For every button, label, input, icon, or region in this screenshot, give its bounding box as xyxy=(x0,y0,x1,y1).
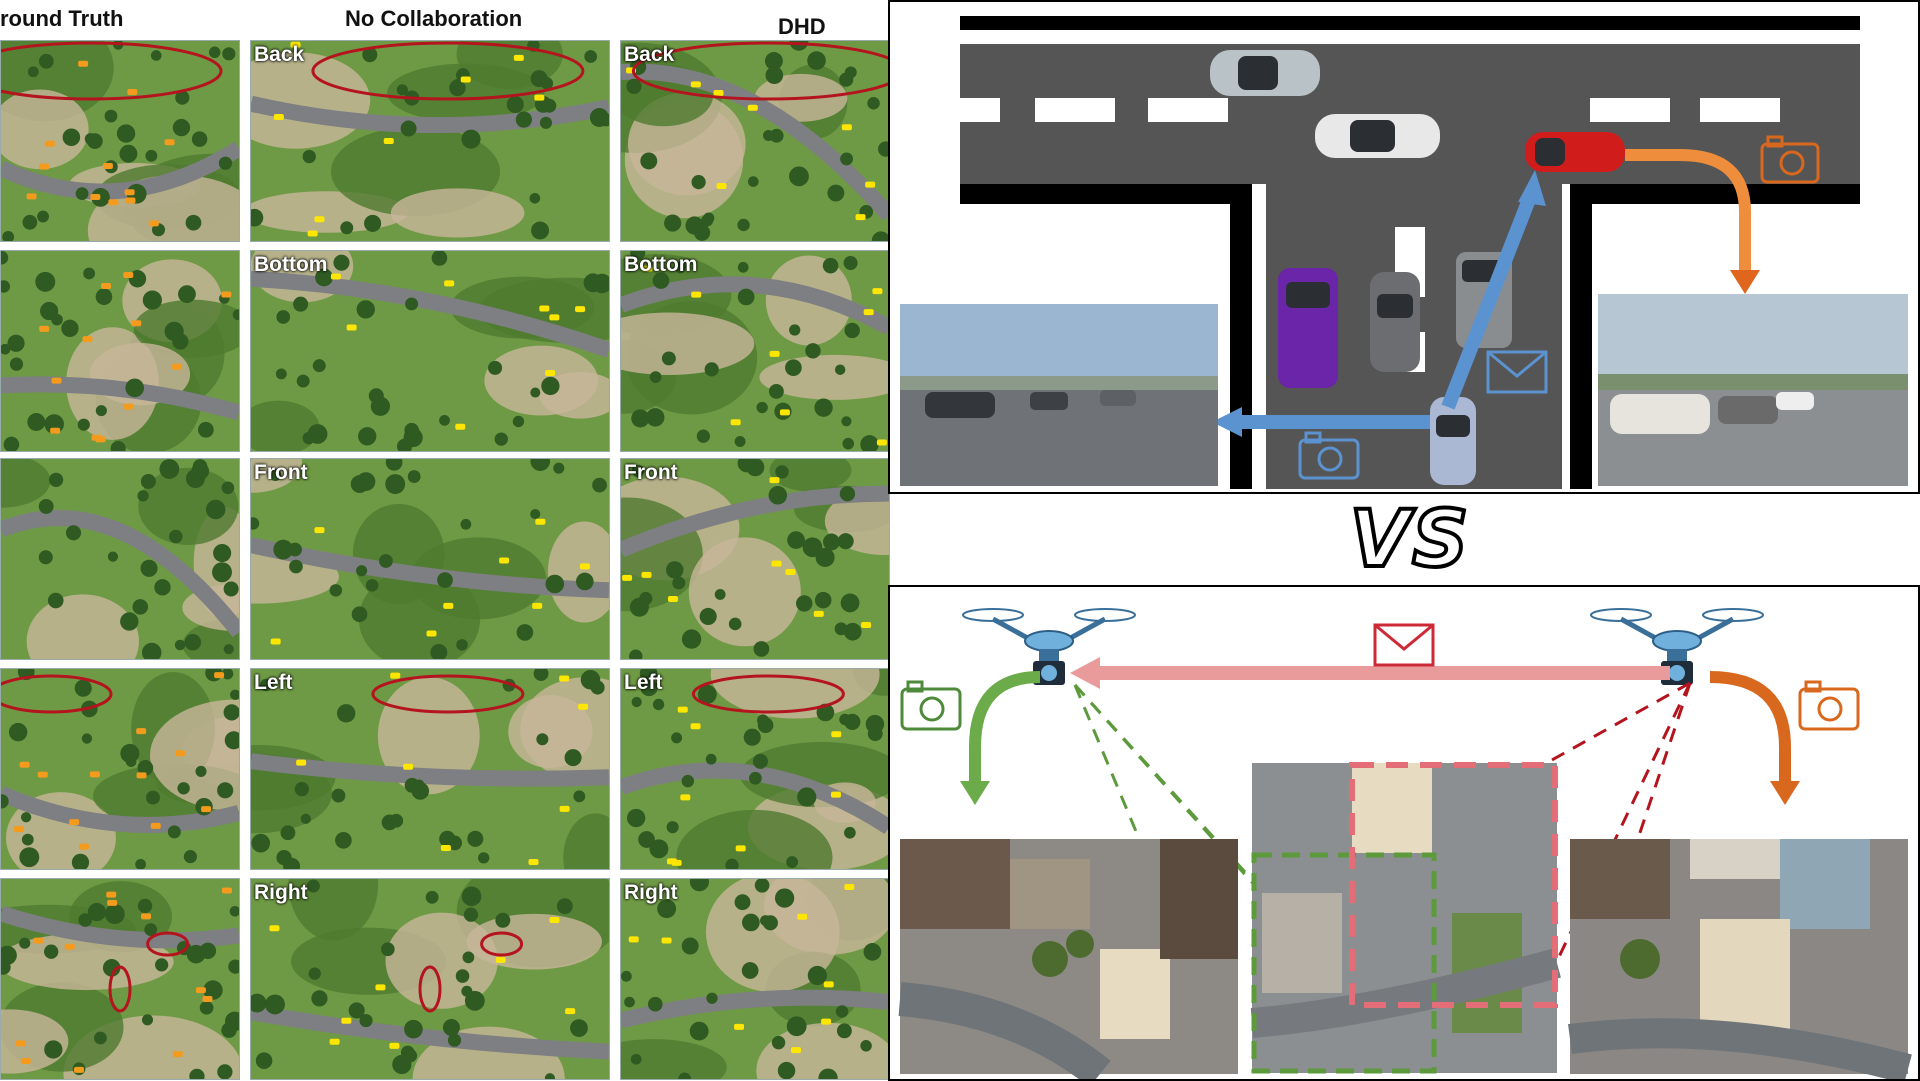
car-icon xyxy=(1370,272,1420,372)
column-header-dhd: DHD xyxy=(778,14,826,39)
aerial-tile: Right xyxy=(620,878,890,1080)
envelope-icon xyxy=(1373,623,1435,667)
intersection-right-kerb xyxy=(1570,184,1592,489)
aerial-tile xyxy=(0,458,240,660)
local-aerial-view xyxy=(898,839,1238,1079)
remote-view-arrow xyxy=(1625,149,1751,277)
local-camera-view xyxy=(900,304,1218,486)
column-header-ground-truth: round Truth xyxy=(0,6,124,31)
aerial-tile: Back xyxy=(250,40,610,242)
vehicle-collaboration-panel xyxy=(888,0,1920,494)
aerial-tile xyxy=(0,250,240,452)
camera-icon xyxy=(1760,135,1820,184)
car-icon xyxy=(1525,132,1625,172)
shared-aerial-view xyxy=(1250,762,1561,1074)
drone-icon xyxy=(962,608,1136,685)
aerial-tile xyxy=(0,878,240,1080)
remote-camera-view xyxy=(1598,294,1908,486)
camera-icon xyxy=(1298,431,1360,480)
car-icon xyxy=(1430,397,1476,485)
view-label: Bottom xyxy=(254,253,328,276)
car-icon xyxy=(1210,50,1320,96)
vs-divider-text: VS xyxy=(1348,493,1471,587)
view-label: Left xyxy=(254,671,293,694)
aerial-tile xyxy=(0,40,240,242)
view-label: Front xyxy=(624,461,678,484)
view-label: Back xyxy=(624,43,675,66)
intersection-left-kerb xyxy=(1230,184,1252,489)
car-icon xyxy=(1278,268,1338,388)
view-label: Right xyxy=(254,881,308,904)
remote-aerial-view xyxy=(1568,839,1912,1079)
column-header-no-collaboration: No Collaboration xyxy=(345,6,523,31)
vehicle-link-arrow xyxy=(1441,194,1537,410)
camera-icon xyxy=(1798,680,1860,731)
road-side-left xyxy=(960,184,1240,204)
drone-icon xyxy=(1590,608,1764,685)
view-label: Bottom xyxy=(624,253,698,276)
view-label: Right xyxy=(624,881,678,904)
view-label: Left xyxy=(624,671,663,694)
drone-collaboration-panel xyxy=(888,585,1920,1081)
local-view-arrow xyxy=(969,671,1041,787)
aerial-tile: Bottom xyxy=(250,250,610,452)
view-label: Back xyxy=(254,43,305,66)
road-top-border xyxy=(960,16,1860,30)
aerial-tile: Left xyxy=(620,668,890,870)
aerial-tile: Back xyxy=(620,40,890,242)
aerial-tile: Front xyxy=(620,458,890,660)
aerial-tile xyxy=(0,668,240,870)
aerial-tile: Front xyxy=(250,458,610,660)
camera-icon xyxy=(900,680,962,731)
road-side-right xyxy=(1584,184,1860,204)
aerial-tile: Bottom xyxy=(620,250,890,452)
car-icon xyxy=(1315,114,1440,158)
view-label: Front xyxy=(254,461,308,484)
remote-view-arrow xyxy=(1709,671,1791,787)
aerial-tile: Right xyxy=(250,878,610,1080)
aerial-tile: Left xyxy=(250,668,610,870)
envelope-icon xyxy=(1486,350,1548,394)
